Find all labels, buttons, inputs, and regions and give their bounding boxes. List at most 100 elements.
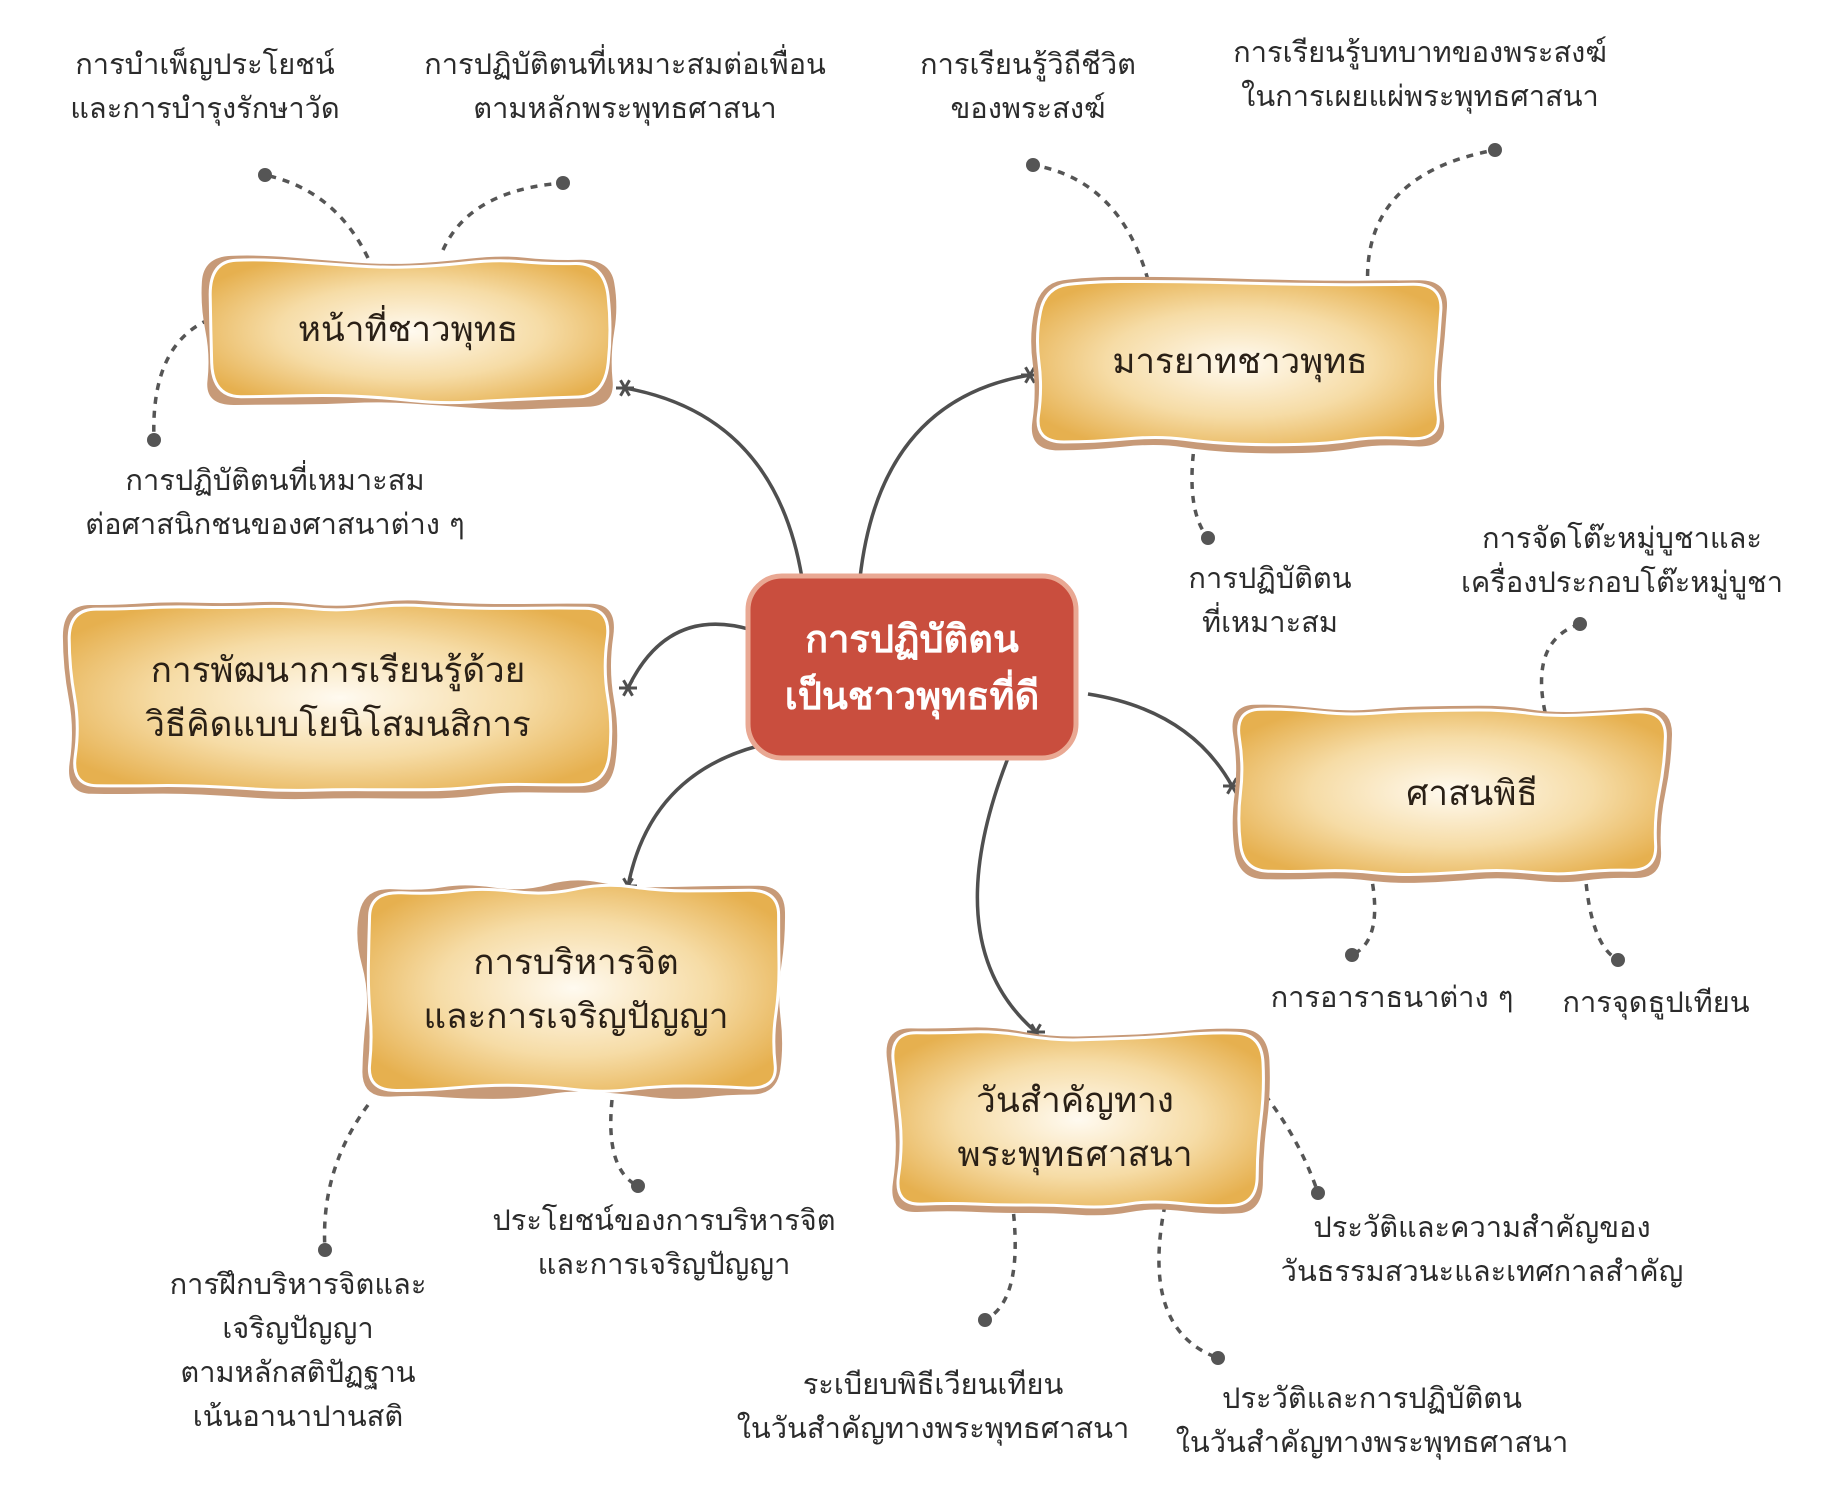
- blob-manners-fill: [1035, 279, 1443, 447]
- detail-line: การอาราธนาต่าง ๆ: [1270, 980, 1514, 1014]
- dot-holy-sabbath: [1311, 1186, 1325, 1200]
- main-connectors: [624, 373, 1234, 1034]
- detail-holy-days-history-sabbath: ประวัติและความสำคัญของ วันธรรมสวนะและเทศ…: [1281, 1205, 1684, 1293]
- topic-ceremony: ศาสนพิธี: [1406, 767, 1538, 821]
- topic-yoniso-line2: วิธีคิดแบบโยนิโสมนสิการ: [145, 705, 531, 745]
- blob-meditation: [357, 880, 786, 1099]
- detail-line: การเรียนรู้บทบาทของพระสงฆ์: [1233, 35, 1607, 69]
- topic-holy-days-line2: พระพุทธศาสนา: [957, 1135, 1193, 1175]
- detail-line: ระเบียบพิธีเวียนเทียน: [802, 1367, 1064, 1401]
- detail-meditation-practice: การฝึกบริหารจิตและ เจริญปัญญา ตามหลักสติ…: [170, 1262, 427, 1438]
- detail-duties-benefit: การบำเพ็ญประโยชน์ และการบำรุงรักษาวัด: [70, 42, 340, 130]
- dash-manners-role: [1365, 148, 1496, 291]
- connector-ceremony: [1087, 692, 1234, 787]
- blob-holy-days-fill: [891, 1030, 1265, 1209]
- detail-line: ในวันสำคัญทางพระพุทธศาสนา: [736, 1411, 1130, 1446]
- detail-line: ในวันสำคัญทางพระพุทธศาสนา: [1175, 1425, 1569, 1460]
- dot-holy-candle: [978, 1313, 992, 1327]
- blob-ceremony-fill: [1237, 707, 1667, 877]
- detail-line: ตามหลักพระพุทธศาสนา: [473, 91, 777, 126]
- topic-meditation: การบริหารจิต และการเจริญปัญญา: [423, 936, 728, 1045]
- center-title: การปฏิบัติตน เป็นชาวพุทธที่ดี: [785, 611, 1040, 725]
- dot-ceremony-incense: [1611, 953, 1625, 967]
- topic-manners: มารยาทชาวพุทธ: [1112, 335, 1367, 389]
- topic-holy-days-line1: วันสำคัญทาง: [976, 1080, 1174, 1121]
- blob-manners: [1031, 276, 1448, 454]
- topic-duties: หน้าที่ชาวพุทธ: [298, 303, 518, 357]
- detail-line: การปฏิบัติตนที่เหมาะสม: [125, 463, 425, 497]
- detail-line: การเรียนรู้วิถีชีวิต: [920, 47, 1136, 81]
- blob-meditation-fill: [366, 883, 781, 1093]
- detail-dots: [147, 143, 1625, 1365]
- detail-meditation-benefit: ประโยชน์ของการบริหารจิต และการเจริญปัญญา: [492, 1198, 835, 1286]
- dash-med-benefit: [609, 1099, 639, 1188]
- detail-duties-other-religions: การปฏิบัติตนที่เหมาะสม ต่อศาสนิกชนของศาส…: [85, 458, 465, 546]
- dash-ceremony-altar: [1539, 622, 1581, 713]
- marker-duties: [616, 379, 634, 397]
- detail-manners-monk-role: การเรียนรู้บทบาทของพระสงฆ์ ในการเผยแผ่พร…: [1233, 30, 1607, 118]
- blob-duties-fill: [208, 258, 612, 405]
- connector-meditation: [626, 744, 759, 887]
- dash-duties-friends: [441, 181, 564, 251]
- dot-duties-other: [147, 433, 161, 447]
- dash-manners-life: [1032, 163, 1150, 281]
- detail-line: ตามหลักสติปัฏฐาน: [180, 1355, 416, 1390]
- blob-duties: [201, 255, 617, 410]
- detail-line: วันธรรมสวนะและเทศกาลสำคัญ: [1280, 1254, 1684, 1289]
- detail-line: ประวัติและความสำคัญของ: [1313, 1210, 1651, 1244]
- blob-ceremony: [1232, 704, 1673, 883]
- detail-line: ที่เหมาะสม: [1202, 605, 1338, 640]
- connector-holy-days: [975, 757, 1038, 1034]
- topic-yoniso: การพัฒนาการเรียนรู้ด้วย วิธีคิดแบบโยนิโส…: [145, 644, 531, 753]
- topic-meditation-line2: และการเจริญปัญญา: [423, 997, 729, 1037]
- detail-line: การปฏิบัติตน: [1188, 561, 1352, 595]
- marker-yoniso: [619, 679, 637, 697]
- detail-line: การฝึกบริหารจิตและ: [169, 1267, 427, 1301]
- dot-med-benefit: [631, 1179, 645, 1193]
- detail-ceremony-invitation: การอาราธนาต่าง ๆ: [1271, 975, 1514, 1019]
- detail-manners-monk-life: การเรียนรู้วิถีชีวิต ของพระสงฆ์: [920, 42, 1136, 130]
- dot-manners-life: [1026, 158, 1040, 172]
- detail-holy-days-history-practice: ประวัติและการปฏิบัติตน ในวันสำคัญทางพระพ…: [1176, 1376, 1568, 1464]
- detail-line: การปฏิบัติตนที่เหมาะสมต่อเพื่อน: [424, 47, 826, 81]
- topic-yoniso-line1: การพัฒนาการเรียนรู้ด้วย: [150, 650, 526, 691]
- detail-line: เน้นอานาปานสติ: [192, 1399, 404, 1434]
- detail-line: และการบำรุงรักษาวัด: [70, 91, 340, 126]
- detail-line: ของพระสงฆ์: [950, 91, 1106, 126]
- dot-duties-benefit: [258, 168, 272, 182]
- detail-ceremony-incense: การจุดธูปเทียน: [1562, 980, 1749, 1024]
- detail-line: ในการเผยแผ่พระพุทธศาสนา: [1241, 79, 1599, 114]
- detail-ceremony-altar: การจัดโต๊ะหมู่บูชาและ เครื่องประกอบโต๊ะห…: [1461, 516, 1783, 604]
- topic-meditation-line1: การบริหารจิต: [473, 942, 679, 983]
- dot-ceremony-altar: [1573, 617, 1587, 631]
- detail-line: ประโยชน์ของการบริหารจิต: [492, 1203, 836, 1237]
- dot-duties-friends: [556, 176, 570, 190]
- topic-duties-label: หน้าที่ชาวพุทธ: [297, 309, 519, 350]
- dot-med-practice: [318, 1243, 332, 1257]
- blob-yoniso: [62, 600, 618, 800]
- detail-line: ประวัติและการปฏิบัติตน: [1222, 1381, 1522, 1415]
- topic-holy-days: วันสำคัญทาง พระพุทธศาสนา: [958, 1074, 1193, 1183]
- dash-med-practice: [322, 1103, 370, 1251]
- blob-holy-days: [886, 1027, 1270, 1216]
- center-title-line1: การปฏิบัติตน: [805, 617, 1019, 661]
- dot-manners-proper: [1201, 531, 1215, 545]
- dash-ceremony-invite: [1351, 869, 1377, 957]
- detail-line: ต่อศาสนิกชนของศาสนาต่าง ๆ: [85, 507, 465, 542]
- connector-yoniso: [626, 622, 753, 689]
- center-node-box: [745, 573, 1079, 761]
- center-title-line2: เป็นชาวพุทธที่ดี: [784, 674, 1040, 718]
- detail-line: เครื่องประกอบโต๊ะหมู่บูชา: [1460, 565, 1784, 600]
- center-node: [745, 573, 1079, 761]
- dot-holy-practice: [1211, 1351, 1225, 1365]
- topic-manners-label: มารยาทชาวพุทธ: [1112, 341, 1368, 382]
- dash-manners-proper: [1190, 439, 1210, 540]
- connector-duties: [624, 386, 804, 579]
- dot-manners-role: [1488, 143, 1502, 157]
- blob-yoniso-fill: [67, 603, 613, 792]
- topic-ceremony-label: ศาสนพิธี: [1406, 773, 1538, 814]
- connector-manners: [858, 373, 1031, 579]
- dash-ceremony-incense: [1583, 869, 1619, 962]
